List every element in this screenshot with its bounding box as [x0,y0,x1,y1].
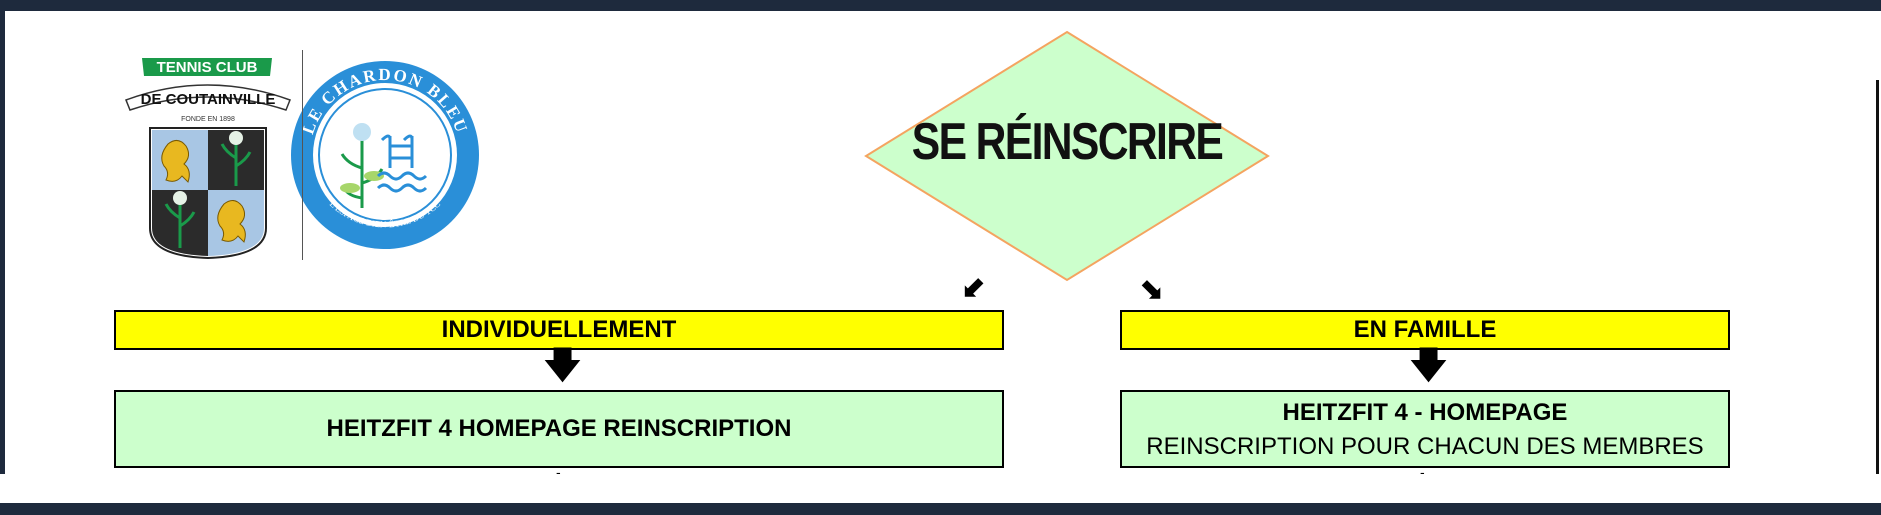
tennis-club-crest-icon: TENNIS CLUB DE COUTAINVILLE FONDE EN 189… [125,58,479,260]
right-frame-edge [1876,80,1879,474]
right-dash: - [1420,464,1425,480]
family-box-subtitle: REINSCRIPTION POUR CHACUN DES MEMBRES [1146,433,1704,460]
chardon-bleu-logo-icon: LE CHARDON BLEU L'ESPACE BIEN-ÊTRE DU TC… [291,61,479,249]
tcc-name-text: DE COUTAINVILLE [141,91,276,108]
bottom-frame-bar [0,503,1881,515]
individual-header[interactable]: INDIVIDUELLEMENT [114,310,1004,350]
family-box-title: HEITZFIT 4 - HOMEPAGE [1282,399,1568,426]
arrow-down-left-icon: ⬋ [962,269,988,304]
left-frame-edge [0,11,5,474]
arrow-down-icon: 🡇 [1410,345,1448,386]
family-header[interactable]: EN FAMILLE [1120,310,1730,350]
club-logos: TENNIS CLUB DE COUTAINVILLE FONDE EN 189… [120,48,510,263]
top-frame-bar [0,0,1881,11]
logo-divider [302,50,303,260]
page-title: SE RÉINSCRIRE [911,113,1224,171]
tcc-banner-text: TENNIS CLUB [157,59,258,76]
tcc-founded-text: FONDE EN 1898 [181,116,235,123]
left-dash: - [556,464,561,480]
arrow-down-right-icon: ⬊ [1138,271,1164,306]
bottom-gap [0,474,1881,503]
reinscription-diamond [864,30,1270,282]
family-reinscription-box[interactable]: HEITZFIT 4 - HOMEPAGE REINSCRIPTION POUR… [1120,390,1730,468]
arrow-down-icon: 🡇 [544,345,582,386]
individual-reinscription-box[interactable]: HEITZFIT 4 HOMEPAGE REINSCRIPTION [114,390,1004,468]
